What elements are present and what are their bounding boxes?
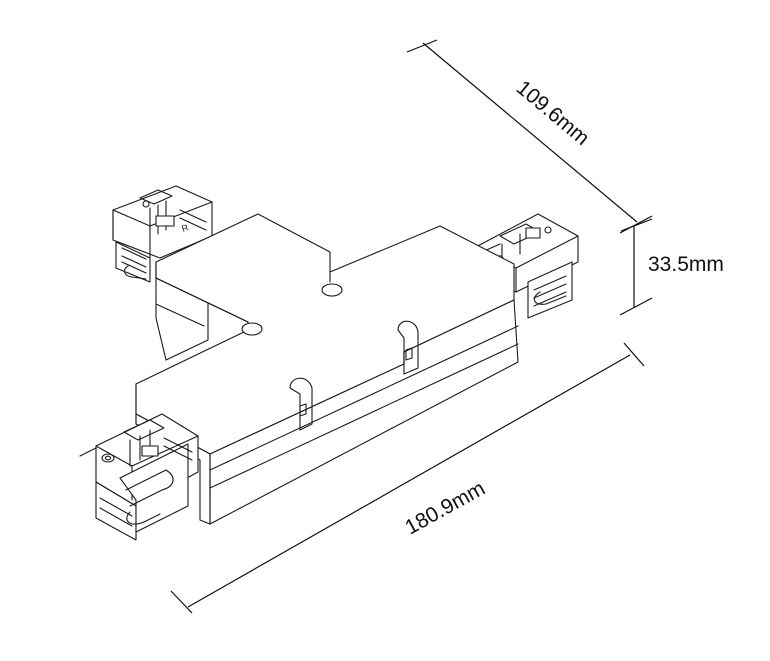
top-hole-left — [241, 322, 263, 336]
length-dimension-label: 180.9mm — [401, 477, 489, 540]
depth-dimension-label: 109.6mm — [512, 76, 594, 150]
back-left-letter: R — [180, 222, 190, 234]
t-body — [135, 213, 519, 525]
height-dimension-label: 33.5mm — [648, 253, 724, 276]
dimension-height: 33.5mm — [619, 215, 724, 316]
front-left-adapter — [79, 413, 199, 541]
top-hole-center — [321, 283, 343, 297]
dimension-depth: 109.6mm — [406, 39, 653, 232]
